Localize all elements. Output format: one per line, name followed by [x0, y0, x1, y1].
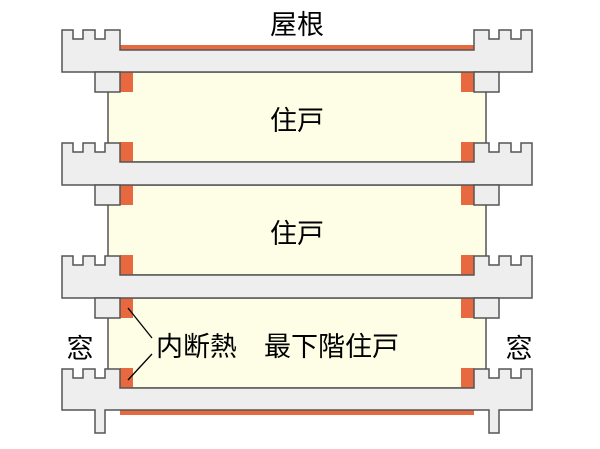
slabs [61, 29, 533, 434]
insulation-strip [120, 298, 133, 318]
insulation-strip [461, 298, 474, 318]
insulation-strip [120, 142, 133, 162]
leader-line-upper [127, 307, 153, 339]
insulation-strip [461, 72, 474, 92]
column-left [94, 71, 121, 93]
roof-label: 屋根 [270, 10, 324, 41]
slab-floor-2 [61, 142, 533, 186]
inner-insulation-label: 内断熱 [156, 332, 237, 363]
slab-bottom [61, 368, 533, 434]
insulation-strip [461, 185, 474, 205]
unit-upper-label: 住戸 [270, 106, 324, 137]
column-left [94, 297, 121, 319]
insulation-strip [461, 142, 474, 162]
roof-insulation [120, 45, 474, 50]
insulation-strip [120, 368, 133, 388]
column-right [473, 184, 500, 206]
slab-roof [61, 29, 533, 73]
bottom-slab-insulation [120, 410, 474, 415]
insulation-strip [461, 368, 474, 388]
unit-middle-label: 住戸 [270, 219, 324, 250]
window-right-label: 窓 [506, 334, 533, 365]
insulation-strip [120, 72, 133, 92]
column-right [473, 297, 500, 319]
window-left-label: 窓 [67, 334, 94, 365]
room-upper [107, 71, 487, 163]
slab-floor-1 [61, 255, 533, 299]
insulation [120, 45, 474, 415]
insulation-strip [120, 185, 133, 205]
column-left [94, 184, 121, 206]
leader-lines [127, 307, 153, 381]
room-middle [107, 184, 487, 276]
columns [94, 71, 500, 319]
leader-line-lower [127, 353, 153, 381]
column-right [473, 71, 500, 93]
unit-bottom-label: 最下階住戸 [264, 332, 399, 363]
insulation-strip [120, 255, 133, 275]
insulation-strip [461, 255, 474, 275]
